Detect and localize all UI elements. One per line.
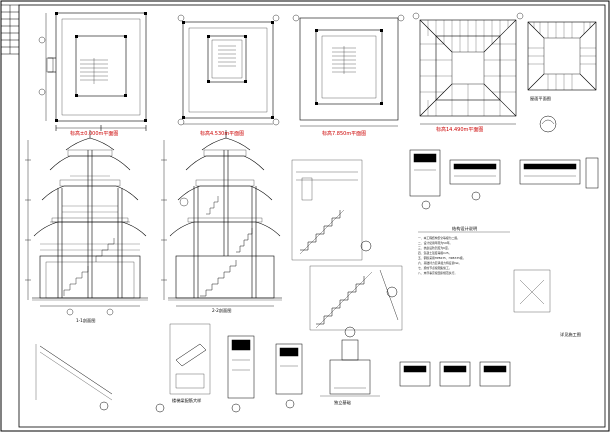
section-caption-2-2: 2-2剖面图 xyxy=(212,308,232,313)
detail-bottom-a xyxy=(35,344,113,411)
detail-beam-3 xyxy=(519,157,599,189)
note-line: 八、未尽事宜按国家规范执行。 xyxy=(418,271,458,275)
stair-detail xyxy=(291,159,372,261)
detail-beam-2 xyxy=(449,159,501,201)
note-line: 六、基础持力层承载力特征值fak。 xyxy=(418,261,462,265)
plan-7850-columns xyxy=(315,29,383,105)
note-line: 三、抗震设防烈度为6度。 xyxy=(418,246,451,250)
plan-ground-columns xyxy=(55,12,147,122)
sheet-inner-border xyxy=(18,4,606,428)
note-line: 四、混凝土强度等级C25。 xyxy=(418,251,452,255)
plan-roof xyxy=(527,21,597,133)
notes-title: 结构设计说明 xyxy=(452,226,478,231)
detail-bottom-b xyxy=(155,323,211,413)
detail-caption-stair-beam: 楼梯梁配筋大样 xyxy=(172,398,202,403)
note-line: 二、设计使用年限为50年。 xyxy=(418,241,453,245)
plan-caption-ground: 标高±0.000m平面图 xyxy=(70,131,119,137)
title-strip xyxy=(1,4,19,55)
section-2-2 xyxy=(161,130,282,307)
note-line: 五、钢筋采用HPB235、HRB335级。 xyxy=(418,256,466,260)
section-1-1-lattice xyxy=(40,175,140,251)
plan-caption-7850: 标高7.850m平面图 xyxy=(322,131,367,137)
section-1-1 xyxy=(25,130,148,316)
plan-level-7850 xyxy=(292,14,405,127)
plan-caption-roof: 屋面平面图 xyxy=(530,96,551,101)
detail-foundation xyxy=(320,339,380,397)
note-line: 一、本工程结构安全等级为二级。 xyxy=(418,236,460,240)
stamp-text: 详见施工图 xyxy=(560,332,581,337)
notes-area xyxy=(418,231,551,313)
detail-right-middle xyxy=(309,265,403,338)
section-caption-1-1: 1-1剖面图 xyxy=(76,318,96,323)
plan-4530-columns xyxy=(182,21,274,119)
plan-level-4530 xyxy=(177,14,280,126)
detail-bottom-e xyxy=(399,361,511,387)
note-line: 七、梁柱节点按图集施工。 xyxy=(418,266,452,270)
plan-level-14490 xyxy=(412,12,524,125)
detail-bottom-d xyxy=(275,343,303,409)
plan-caption-4530: 标高4.530m平面图 xyxy=(200,131,245,137)
detail-caption-foundation: 独立基础 xyxy=(334,400,351,405)
plan-caption-14490: 标高14.490m平面图 xyxy=(436,127,484,133)
plan-ground xyxy=(38,12,147,131)
detail-beam-1 xyxy=(409,149,441,210)
detail-bottom-c xyxy=(227,335,255,413)
